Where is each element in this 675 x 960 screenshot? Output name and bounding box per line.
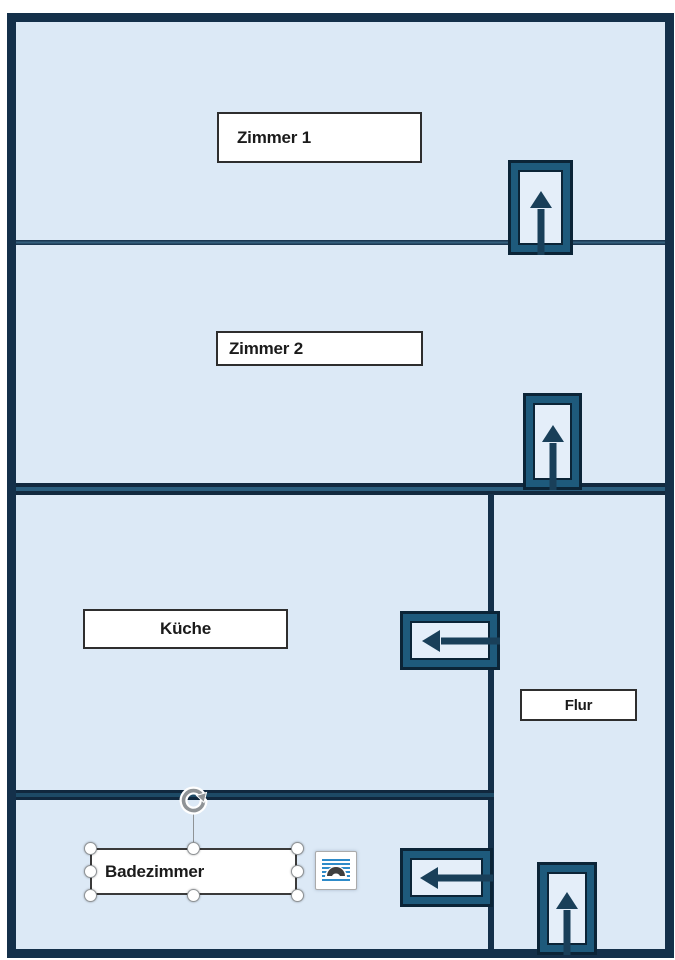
wall-zimmer2-kueche [16, 483, 665, 495]
room-label-zimmer2-text: Zimmer 2 [229, 338, 303, 358]
wall-kueche-badezimmer [16, 790, 494, 800]
room-label-zimmer1[interactable]: Zimmer 1 [217, 112, 422, 163]
room-label-kueche[interactable]: Küche [83, 609, 288, 649]
room-label-badezimmer[interactable]: Badezimmer [90, 848, 297, 895]
door-badezimmer[interactable] [400, 848, 493, 907]
room-label-zimmer1-text: Zimmer 1 [237, 127, 311, 147]
rotate-handle[interactable] [178, 785, 210, 817]
resize-handle-middle-right[interactable] [290, 865, 304, 878]
floorplan-outer-wall: Zimmer 1 Zimmer 2 Küche Flur [7, 13, 674, 958]
resize-handle-bottom-left[interactable] [83, 888, 97, 902]
resize-handle-top-left[interactable] [83, 841, 97, 855]
resize-handle-top-center[interactable] [187, 841, 200, 855]
resize-handle-top-right[interactable] [290, 841, 304, 855]
resize-handle-bottom-right[interactable] [290, 888, 304, 902]
rotate-handle-icon [179, 786, 208, 815]
door-zimmer2[interactable] [523, 393, 582, 490]
room-label-zimmer2[interactable]: Zimmer 2 [216, 331, 423, 366]
resize-handle-bottom-center[interactable] [187, 888, 200, 902]
door-kueche[interactable] [400, 611, 500, 670]
layout-options-icon [322, 858, 350, 881]
door-zimmer1[interactable] [508, 160, 573, 255]
wall-flur-left [488, 494, 494, 958]
layout-options-button[interactable] [315, 851, 357, 890]
room-label-flur[interactable]: Flur [520, 689, 637, 721]
wall-zimmer1-zimmer2 [16, 240, 665, 245]
room-label-kueche-text: Küche [160, 619, 211, 638]
room-label-badezimmer-text: Badezimmer [105, 861, 205, 881]
resize-handle-middle-left[interactable] [83, 865, 97, 878]
room-label-flur-text: Flur [564, 696, 593, 714]
rotate-handle-connector [193, 814, 194, 848]
door-flur-entrance[interactable] [537, 862, 597, 955]
